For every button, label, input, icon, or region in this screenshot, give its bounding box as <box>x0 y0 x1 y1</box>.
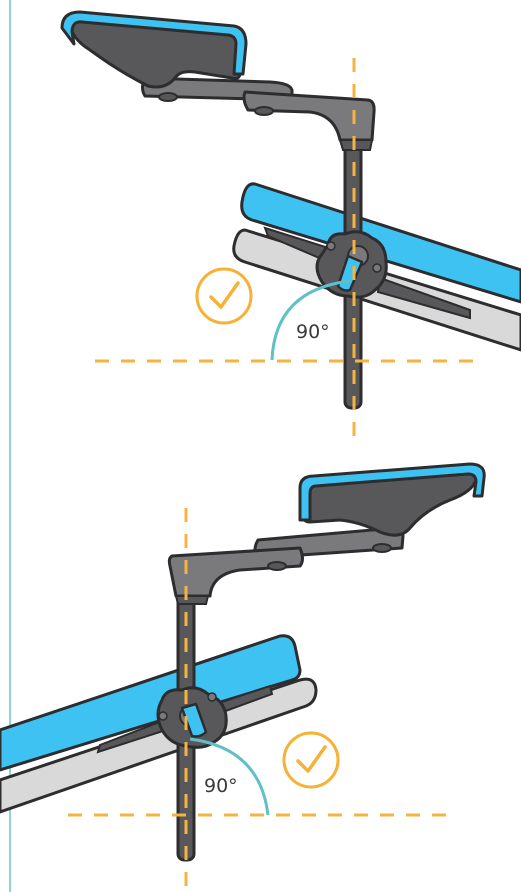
top-seat-pad <box>60 10 248 89</box>
bottom-check-icon <box>282 731 340 789</box>
top-angle-label: 90° <box>296 321 330 343</box>
top-check-icon <box>195 267 253 325</box>
left-margin-rule <box>9 0 11 892</box>
top-arm-assembly <box>141 76 376 151</box>
bottom-blue-board <box>0 634 302 772</box>
bottom-angle-label: 90° <box>204 775 238 797</box>
bottom-seat-pad <box>298 462 486 537</box>
top-clamp-knob <box>315 230 388 299</box>
top-guides <box>95 58 484 442</box>
bottom-angle-arc <box>189 737 270 816</box>
top-angle-arc <box>270 279 351 361</box>
top-panel: 90° <box>60 10 521 442</box>
bottom-clamp-knob <box>156 686 228 749</box>
bottom-panel: 90° <box>0 462 486 892</box>
bottom-board-under-bar <box>0 677 318 814</box>
bottom-guides <box>68 508 458 892</box>
bottom-arm-assembly <box>167 526 405 605</box>
